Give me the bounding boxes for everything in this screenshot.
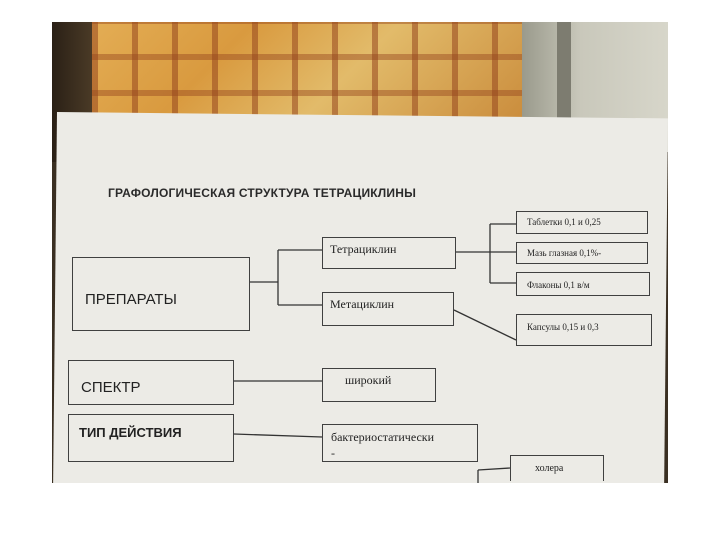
kapsuly-label: Капсулы 0,15 и 0,3 xyxy=(527,322,599,332)
tetracyclin-box: Тетрациклин xyxy=(322,237,456,269)
spektr-box: СПЕКТР xyxy=(68,360,234,405)
bakteriostaticheski-tail: - xyxy=(331,445,477,461)
maz-box: Мазь глазная 0,1%- xyxy=(516,242,648,264)
kapsuly-box: Капсулы 0,15 и 0,3 xyxy=(516,314,652,346)
maz-label: Мазь глазная 0,1%- xyxy=(527,248,601,258)
flakony-box: Флаконы 0,1 в/м xyxy=(516,272,650,296)
holera-box: холера xyxy=(510,455,604,481)
tip-deystviya-box: ТИП ДЕЙСТВИЯ xyxy=(68,414,234,462)
tabletki-box: Таблетки 0,1 и 0,25 xyxy=(516,211,648,234)
bakteriostaticheski-label: бактериостатически xyxy=(331,429,477,445)
shirokiy-box: широкий xyxy=(322,368,436,402)
spektr-label: СПЕКТР xyxy=(81,379,141,396)
shirokiy-label: широкий xyxy=(345,373,391,387)
metacyclin-box: Метациклин xyxy=(322,292,454,326)
preparaty-box: ПРЕПАРАТЫ xyxy=(72,257,250,331)
tetracyclin-label: Тетрациклин xyxy=(330,242,396,256)
bakteriostaticheski-box: бактериостатически - xyxy=(322,424,478,462)
holera-label: холера xyxy=(535,463,563,474)
diagram-title: ГРАФОЛОГИЧЕСКАЯ СТРУКТУРА ТЕТРАЦИКЛИНЫ xyxy=(108,186,416,200)
flakony-label: Флаконы 0,1 в/м xyxy=(527,280,590,290)
metacyclin-label: Метациклин xyxy=(330,297,394,311)
tabletki-label: Таблетки 0,1 и 0,25 xyxy=(527,217,601,227)
tip-deystviya-label: ТИП ДЕЙСТВИЯ xyxy=(79,425,182,440)
preparaty-label: ПРЕПАРАТЫ xyxy=(85,291,177,308)
